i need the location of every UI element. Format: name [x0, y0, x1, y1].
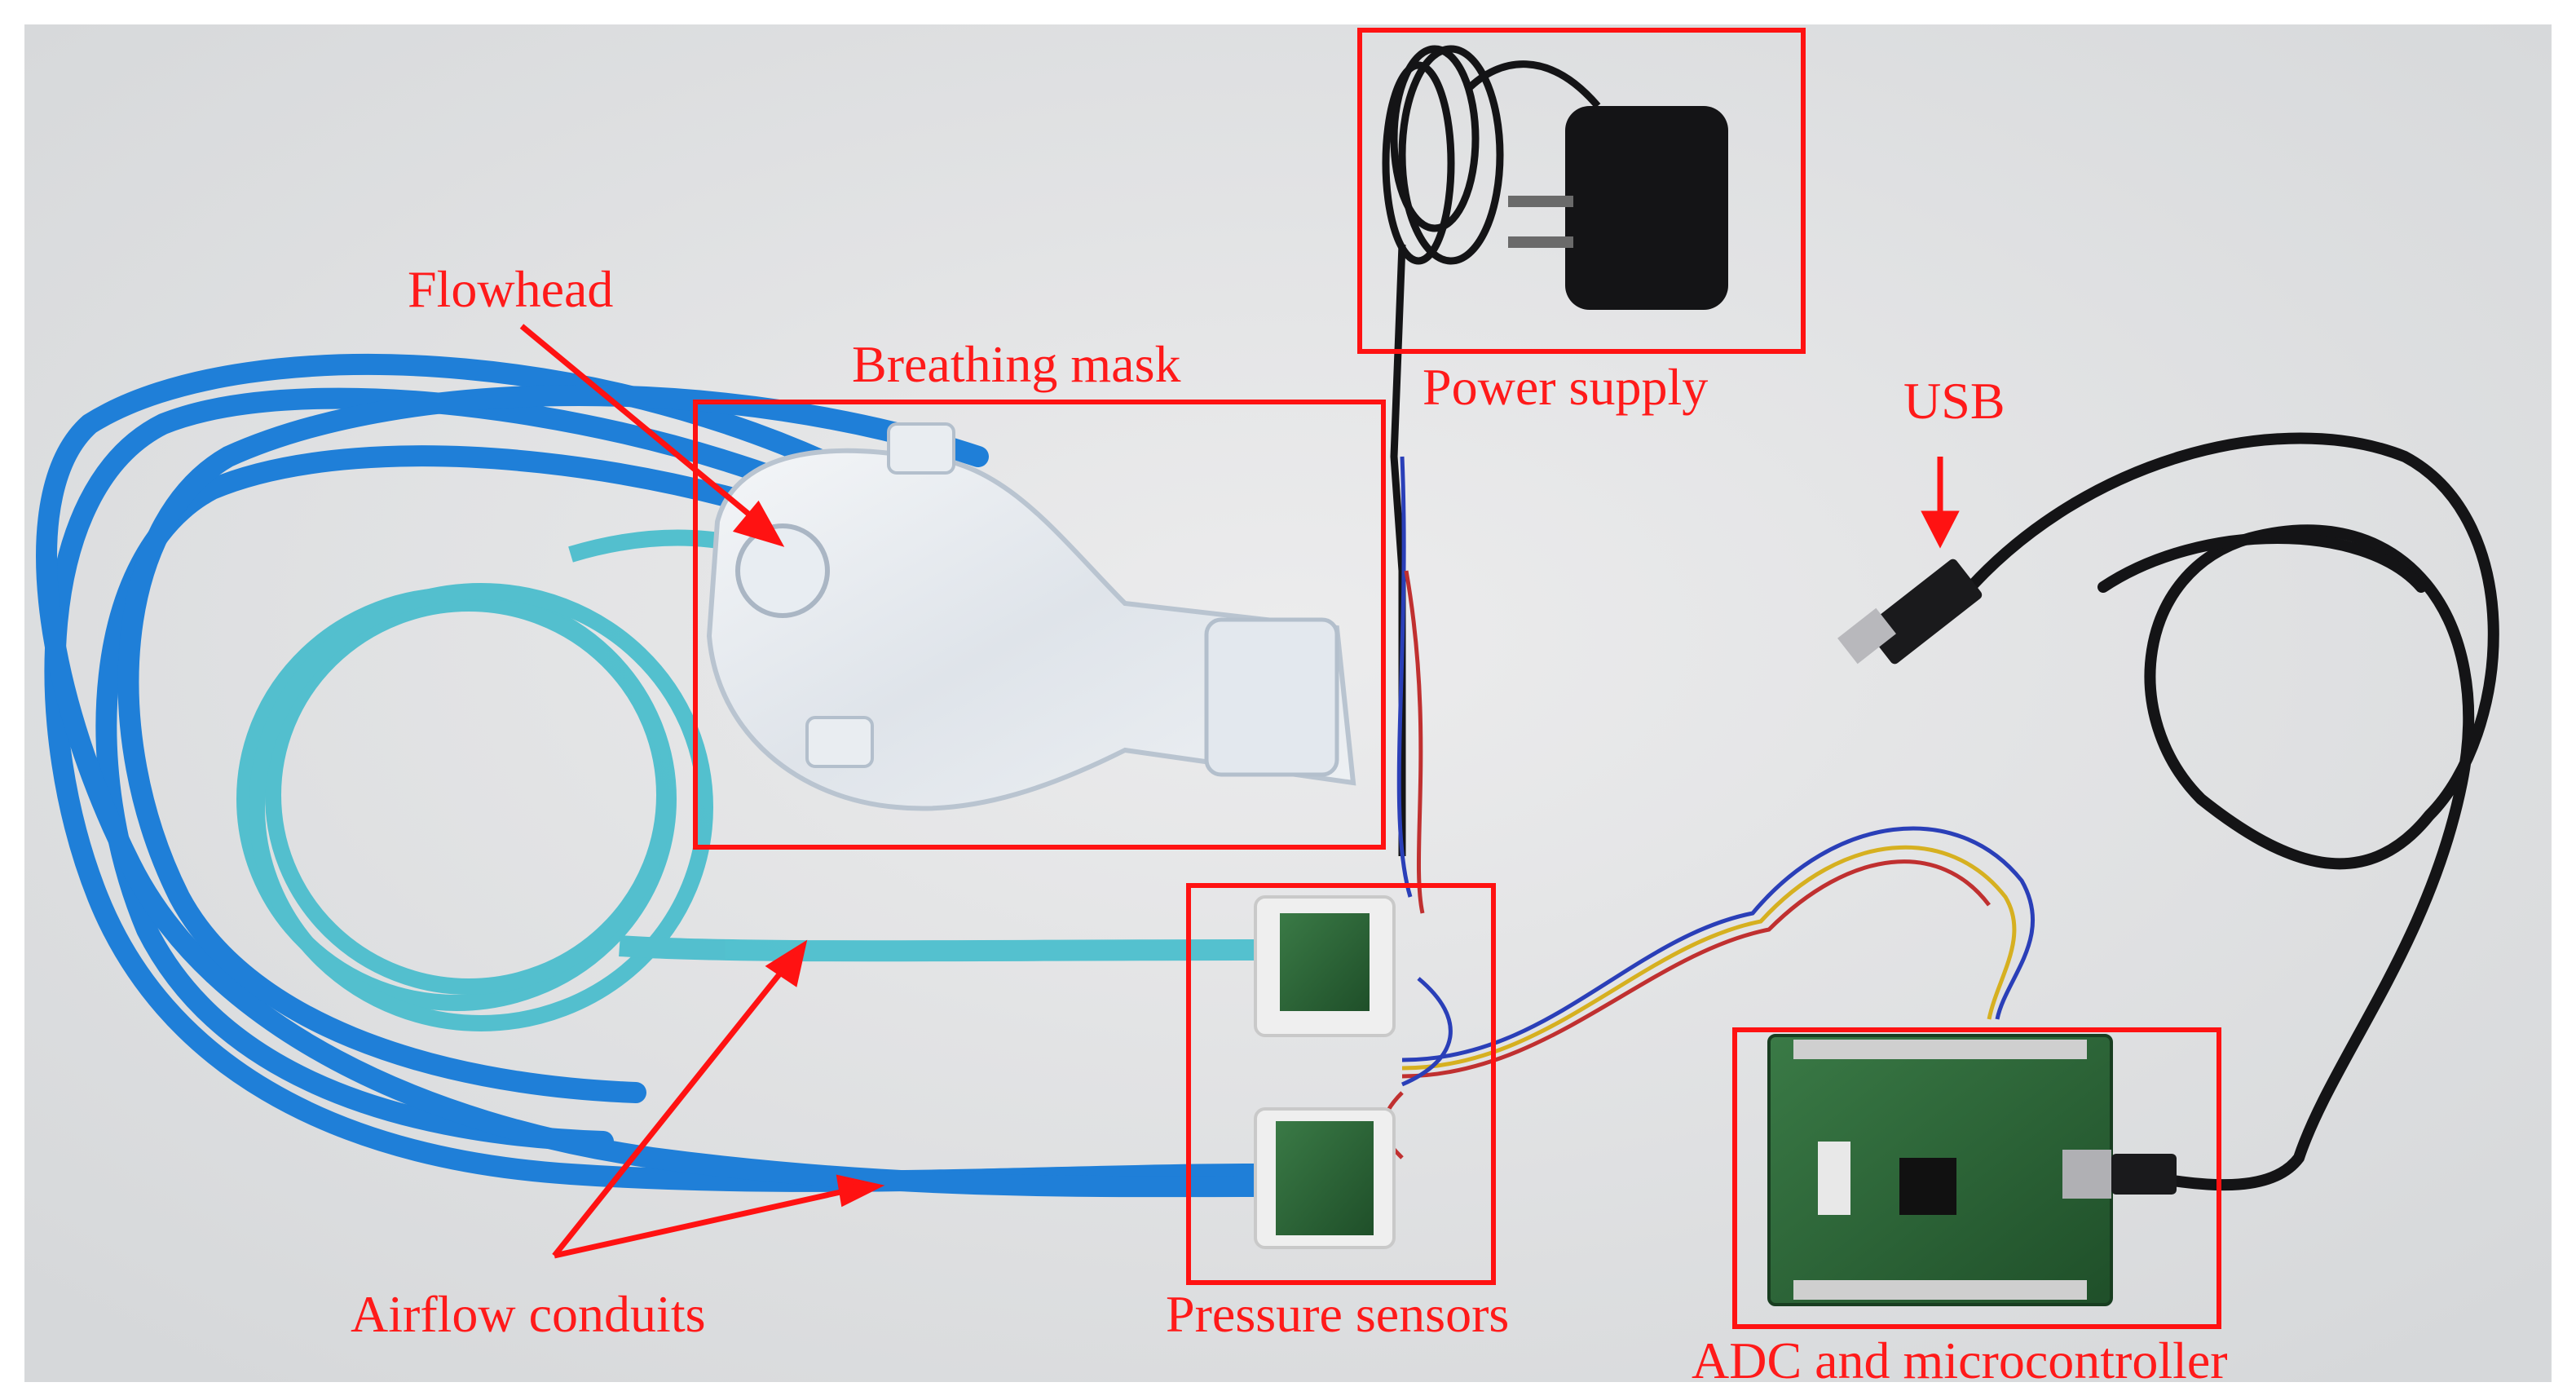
adc-microcontroller-box [1732, 1027, 2221, 1329]
breathing-mask-box [693, 400, 1386, 850]
adc-board [1767, 1034, 2177, 1306]
blue-tube-loops [36, 354, 1266, 1198]
power-supply-box [1357, 28, 1806, 354]
pressure-sensor-boards [1254, 895, 1396, 1249]
sensor-wires [1381, 826, 2036, 1159]
breathing-mask-label: Breathing mask [852, 335, 1181, 393]
power-supply-label: Power supply [1423, 358, 1709, 416]
pressure-sensors-label: Pressure sensors [1166, 1285, 1510, 1343]
usb-connector [1837, 559, 1983, 665]
adc-microcontroller-label: ADC and microcontroller [1692, 1332, 2228, 1389]
annotation-arrows [519, 324, 1960, 1259]
pressure-sensors-box [1186, 883, 1496, 1285]
breathing-mask [706, 422, 1356, 811]
usb-label: USB [1903, 372, 2005, 430]
airflow-conduits-label: Airflow conduits [351, 1285, 706, 1343]
usb-cable [1951, 432, 2499, 1191]
flowhead-label: Flowhead [408, 260, 614, 318]
